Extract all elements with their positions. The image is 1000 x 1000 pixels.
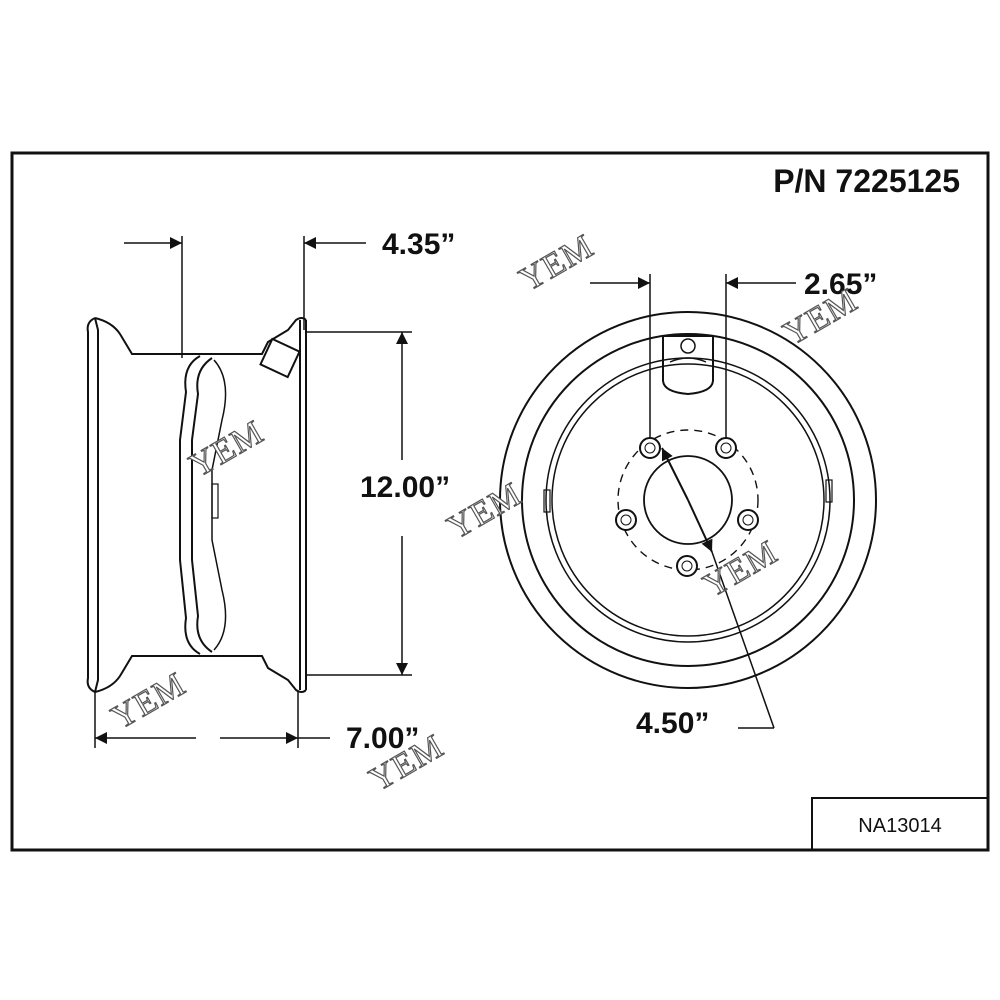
svg-text:YEM: YEM: [106, 666, 193, 737]
drawing-frame: [10, 151, 990, 852]
svg-text:YEM: YEM: [698, 534, 785, 605]
svg-text:YEM: YEM: [184, 414, 271, 485]
bolt-spacing-dimension: [590, 274, 796, 438]
width-dimension: [94, 692, 330, 748]
watermark: YEM: [697, 533, 785, 606]
bolt-hole: [715, 437, 737, 459]
front-view: [499, 311, 877, 689]
bolt-hole: [615, 509, 637, 531]
bolt-circle-dimension: [661, 447, 775, 729]
svg-text:YEM: YEM: [442, 476, 529, 547]
bolt-circle-dimension-label: 4.50”: [636, 707, 709, 740]
svg-text:YEM: YEM: [514, 228, 601, 299]
bolt-hole: [676, 555, 698, 577]
bolt-hole: [737, 509, 759, 531]
watermark: YEM: [513, 227, 601, 300]
watermark: YEM: [183, 413, 271, 486]
diameter-dimension: [306, 331, 412, 676]
part-number-label: P/N 7225125: [773, 163, 960, 199]
bolt-spacing-dimension-label: 2.65”: [804, 268, 877, 301]
side-view: [86, 317, 307, 693]
diameter-dimension-label: 12.00”: [360, 471, 450, 504]
width-dimension-label: 7.00”: [346, 722, 419, 755]
watermark: YEM: [105, 665, 193, 738]
watermark: YEM: [441, 475, 529, 548]
offset-dimension: [124, 236, 366, 358]
drawing-code-box: [811, 797, 989, 851]
drawing-code-label: NA13014: [858, 815, 941, 837]
bolt-hole: [639, 437, 661, 459]
offset-dimension-label: 4.35”: [382, 228, 455, 261]
